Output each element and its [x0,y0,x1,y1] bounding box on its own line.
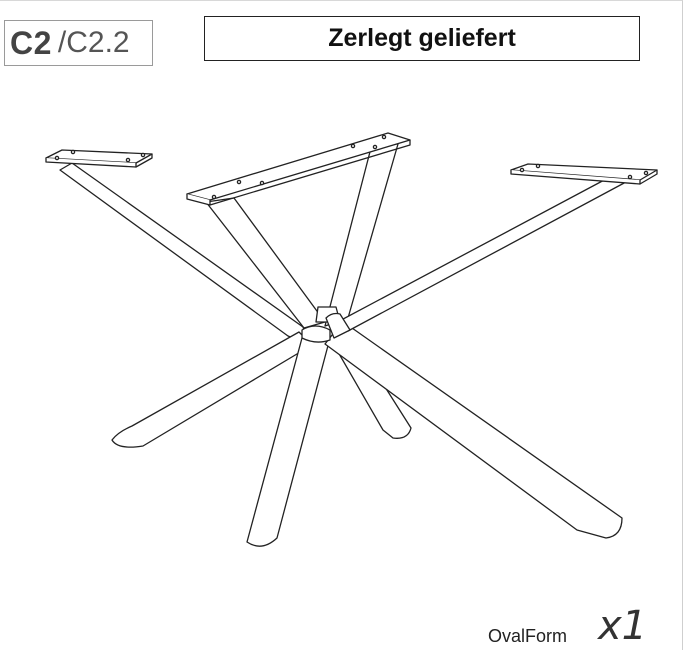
leg-front-center [246,337,331,547]
mount-plate-right [510,163,658,185]
page-title: Zerlegt geliefert [328,24,516,52]
section-subcode: /C2.2 [57,26,130,59]
leg-front-left [111,331,313,448]
model-name: OvalForm [488,626,568,646]
section-code: C2 [10,24,52,61]
table-leg-illustration [45,132,658,547]
quantity-label: x1 [598,603,648,649]
center-hub [301,306,351,343]
leg-front-right [324,327,623,539]
mount-plate-center [186,132,411,206]
section-code-box: C2 /C2.2 [4,20,153,66]
mount-plate-left [45,149,153,168]
title-box: Zerlegt geliefert [204,16,640,61]
